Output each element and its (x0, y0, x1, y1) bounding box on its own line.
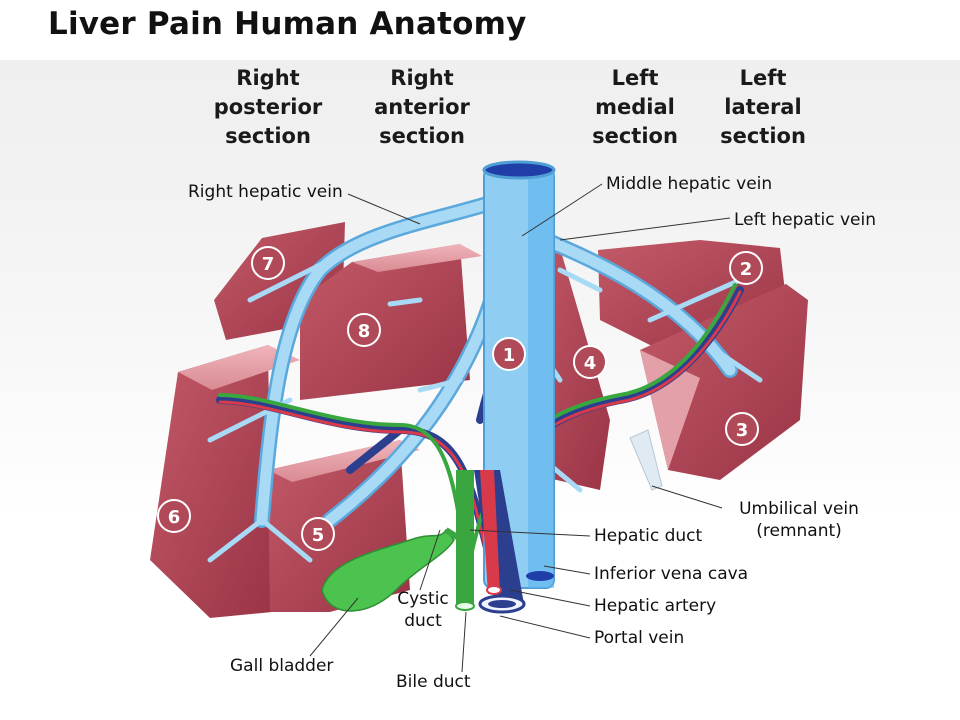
label-portal-vein: Portal vein (594, 628, 685, 648)
liver-segment-6-block (150, 345, 300, 618)
bile-duct-trunk (455, 470, 475, 611)
svg-text:2: 2 (740, 259, 753, 280)
gall-bladder-shape (321, 527, 464, 612)
hepatic-artery-trunk (480, 470, 502, 595)
label-right-hepatic-vein: Right hepatic vein (188, 182, 343, 202)
label-inferior-vena-cava: Inferior vena cava (594, 564, 749, 584)
segment-badge-2: 2 (729, 251, 763, 285)
svg-text:6: 6 (168, 507, 181, 528)
label-hepatic-duct: Hepatic duct (594, 526, 703, 546)
liver-segment-8-block (300, 244, 482, 400)
label-left-hepatic-vein: Left hepatic vein (734, 210, 876, 230)
svg-text:8: 8 (358, 321, 371, 342)
svg-text:4: 4 (584, 353, 597, 374)
segment-badge-3: 3 (725, 412, 759, 446)
svg-text:3: 3 (736, 420, 749, 441)
segment-badge-7: 7 (251, 246, 285, 280)
leader-lines (309, 183, 731, 673)
label-middle-hepatic-vein: Middle hepatic vein (606, 174, 773, 194)
label-bile-duct: Bile duct (396, 672, 471, 692)
segment-badges: 7 8 1 4 2 3 6 5 (157, 246, 763, 551)
segment-badge-1: 1 (492, 337, 526, 371)
label-hepatic-artery: Hepatic artery (594, 596, 717, 616)
liver-segment-3-block (640, 284, 808, 480)
segment-badge-8: 8 (347, 313, 381, 347)
svg-text:1: 1 (503, 345, 516, 366)
page-title: Liver Pain Human Anatomy (48, 6, 527, 42)
segment-badge-5: 5 (301, 517, 335, 551)
label-gall-bladder: Gall bladder (230, 656, 334, 676)
label-umbilical-vein: Umbilical vein(remnant) (739, 499, 859, 541)
segment-badge-6: 6 (157, 499, 191, 533)
svg-text:5: 5 (312, 525, 325, 546)
umbilical-vein-remnant (629, 429, 663, 491)
segment-badge-4: 4 (573, 345, 607, 379)
svg-text:7: 7 (262, 254, 275, 275)
